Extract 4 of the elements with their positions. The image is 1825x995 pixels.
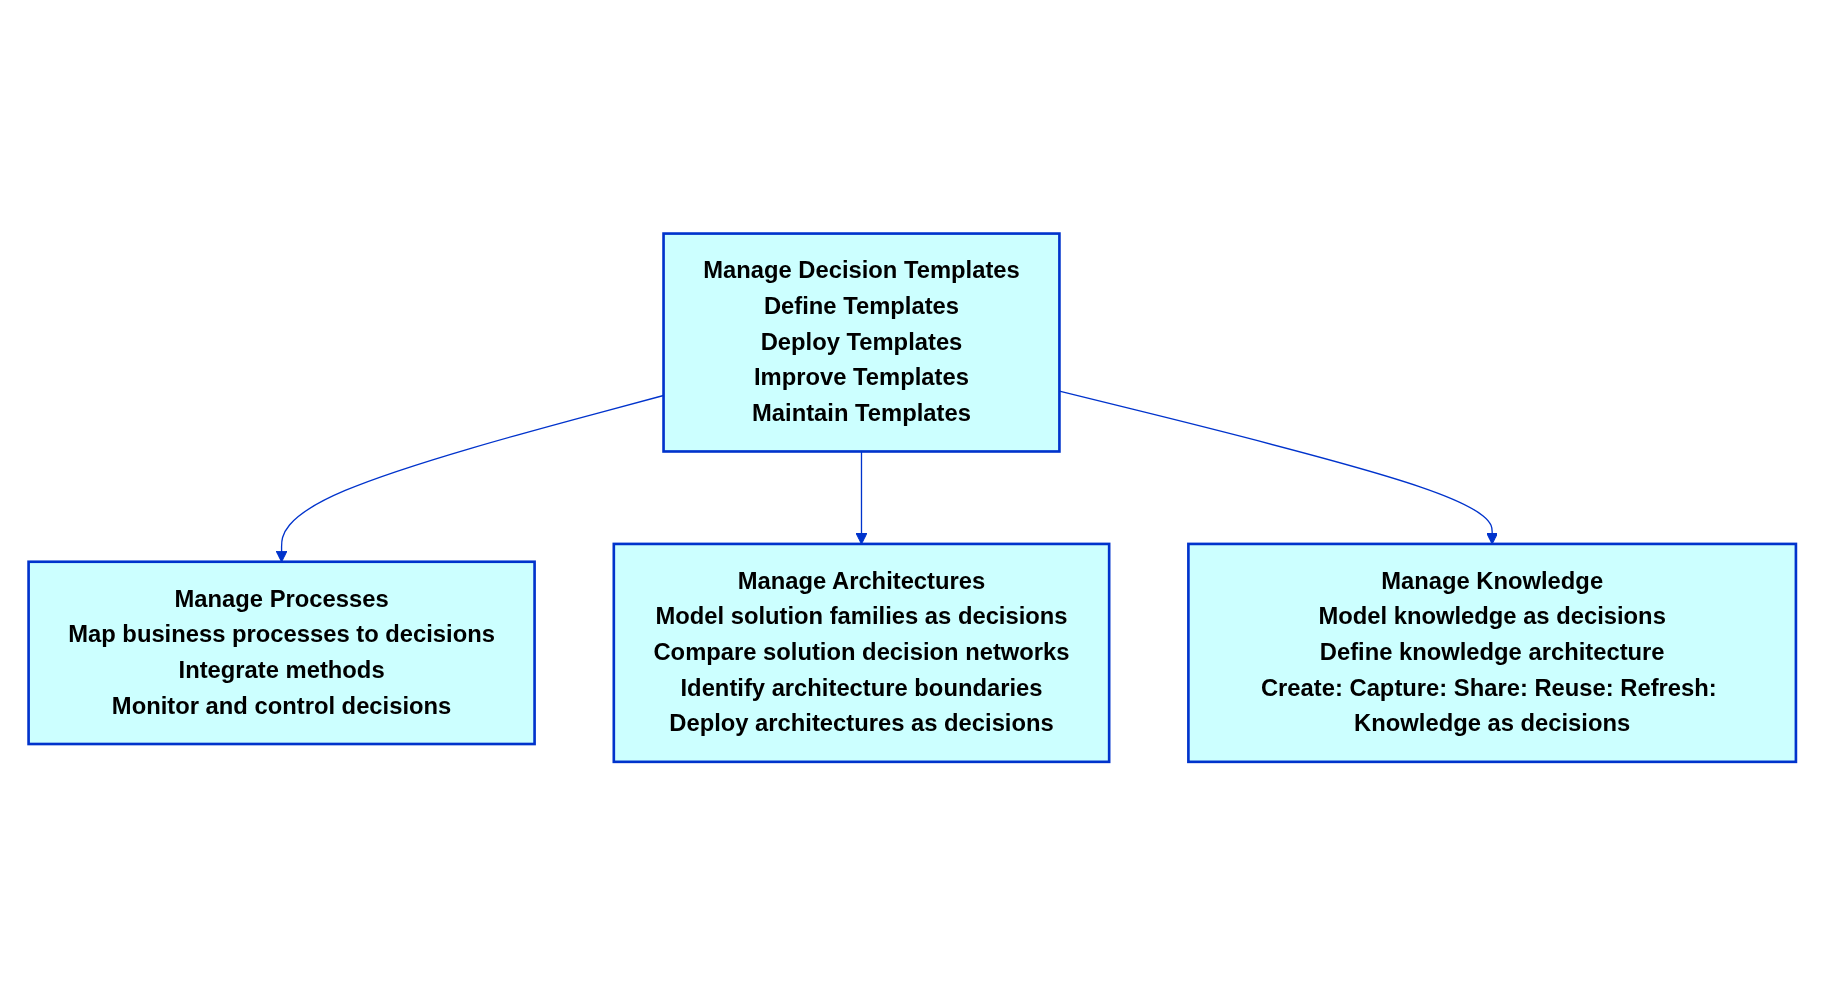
node-box: Manage Processes Map business processes to decisions Integrate methods Monitor and control decisions xyxy=(27,560,537,746)
node-box: Manage Decision Templates Define Templates Deploy Templates Improve Templates Maintain Templates xyxy=(662,232,1061,453)
node-box: Manage Architectures Model solution families as decisions Compare solution decision networks Identify architecture boundaries Deploy architectures as decisions xyxy=(612,542,1111,763)
node-box: Manage Knowledge Model knowledge as decisions Define knowledge architecture Create: Capture: Share: Reuse: Refresh: Knowledge as decisions xyxy=(1187,542,1798,763)
